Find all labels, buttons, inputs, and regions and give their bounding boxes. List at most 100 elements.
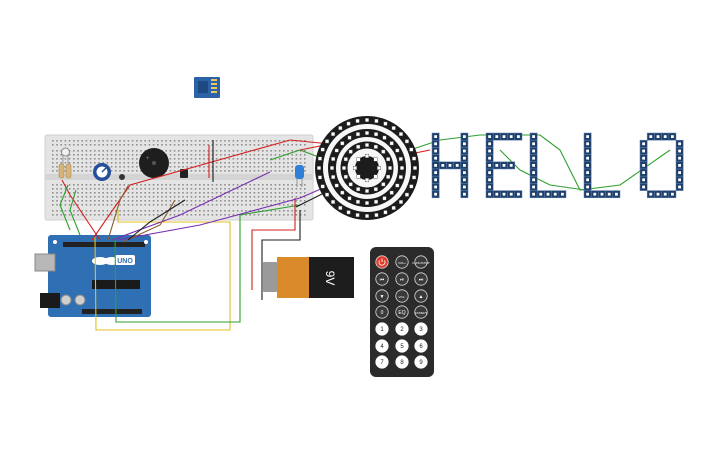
piezo-buzzer[interactable]: + bbox=[139, 148, 169, 178]
remote-button[interactable]: 0 bbox=[375, 305, 389, 319]
neopixel-led bbox=[400, 165, 405, 170]
neopixel-led bbox=[365, 142, 370, 147]
neopixel-led bbox=[355, 213, 360, 218]
remote-button-label: 9 bbox=[419, 360, 423, 366]
neopixel-led bbox=[373, 157, 378, 162]
neopixel-led bbox=[348, 149, 353, 154]
remote-button[interactable]: ⏯ bbox=[395, 272, 409, 286]
hello-letter-4 bbox=[583, 132, 621, 199]
remote-button[interactable]: ST/REPT bbox=[414, 305, 428, 319]
neopixel-led bbox=[374, 199, 379, 204]
neopixel-led bbox=[320, 184, 325, 189]
neopixel-led bbox=[355, 132, 360, 137]
potentiometer[interactable] bbox=[93, 163, 111, 181]
breadboard[interactable] bbox=[44, 134, 314, 221]
wire-green bbox=[114, 204, 301, 323]
neopixel-led bbox=[325, 192, 330, 197]
capacitor[interactable] bbox=[295, 165, 304, 187]
remote-button[interactable]: 4 bbox=[375, 339, 389, 353]
neopixel-led bbox=[388, 165, 393, 170]
neopixel-led bbox=[331, 132, 336, 137]
remote-button[interactable]: ⏮ bbox=[375, 272, 389, 286]
remote-button-label: VOL- bbox=[398, 295, 405, 299]
neopixel-led bbox=[334, 183, 339, 188]
neopixel-led bbox=[346, 121, 351, 126]
neopixel-led bbox=[340, 141, 345, 146]
neopixel-rings[interactable] bbox=[315, 116, 419, 220]
neopixel-led bbox=[355, 118, 360, 123]
ir-receiver[interactable] bbox=[180, 169, 188, 178]
remote-button[interactable]: 9 bbox=[414, 355, 428, 369]
neopixel-led bbox=[347, 196, 352, 201]
neopixel-led bbox=[381, 182, 386, 187]
remote-button[interactable]: 8 bbox=[395, 355, 409, 369]
neopixel-led bbox=[334, 148, 339, 153]
remote-button[interactable]: VOL- bbox=[395, 289, 409, 303]
neopixel-led bbox=[381, 149, 386, 154]
neopixel-led bbox=[383, 210, 388, 215]
remote-button[interactable]: 7 bbox=[375, 355, 389, 369]
remote-button[interactable]: 1 bbox=[375, 322, 389, 336]
neopixel-led bbox=[374, 132, 379, 137]
wire-purple-2 bbox=[117, 184, 331, 241]
wire-purple-1 bbox=[111, 171, 271, 241]
neopixel-led bbox=[398, 199, 403, 204]
neopixel-led bbox=[365, 130, 370, 135]
remote-button-label: EQ bbox=[398, 310, 405, 316]
neopixel-led bbox=[413, 165, 418, 170]
neopixel-led bbox=[348, 182, 353, 187]
neopixel-led bbox=[317, 165, 322, 170]
remote-button-label: 0 bbox=[381, 310, 384, 316]
neopixel-led bbox=[353, 165, 358, 170]
remote-button[interactable]: 5 bbox=[395, 339, 409, 353]
neopixel-led bbox=[404, 192, 409, 197]
neopixel-led bbox=[389, 190, 394, 195]
neopixel-led bbox=[331, 175, 336, 180]
neopixel-led bbox=[391, 205, 396, 210]
neopixel-led bbox=[377, 165, 382, 170]
wire-black-battery bbox=[261, 210, 301, 300]
wire-brown bbox=[107, 185, 129, 241]
neopixel-led bbox=[386, 174, 391, 179]
arduino-uno[interactable]: UNO bbox=[34, 235, 151, 317]
neopixel-led bbox=[398, 175, 403, 180]
remote-button[interactable]: ▼ bbox=[375, 289, 389, 303]
wifi-module[interactable] bbox=[194, 77, 220, 98]
neopixel-led bbox=[317, 175, 322, 180]
neopixel-led bbox=[391, 126, 396, 131]
hello-letter-1 bbox=[431, 132, 469, 199]
resistor[interactable] bbox=[58, 163, 72, 179]
remote-button[interactable]: ▲ bbox=[414, 289, 428, 303]
remote-button-label: 3 bbox=[419, 327, 423, 333]
remote-button[interactable]: FUNC/STOP bbox=[412, 255, 430, 269]
remote-button[interactable]: EQ bbox=[395, 305, 409, 319]
battery-label: 9V bbox=[323, 271, 337, 286]
remote-button-label: 5 bbox=[400, 344, 404, 350]
neopixel-led bbox=[404, 139, 409, 144]
uno-label: UNO bbox=[117, 258, 133, 265]
neopixel-led bbox=[317, 156, 322, 161]
neopixel-led bbox=[325, 139, 330, 144]
remote-button[interactable]: 3 bbox=[414, 322, 428, 336]
power-button[interactable] bbox=[375, 255, 389, 269]
neopixel-hello-strip[interactable] bbox=[431, 132, 684, 199]
neopixel-led bbox=[374, 213, 379, 218]
remote-button[interactable]: ⏭ bbox=[414, 272, 428, 286]
remote-button-label: ▼ bbox=[380, 294, 385, 300]
neopixel-led bbox=[409, 147, 414, 152]
battery-9v[interactable]: 9V bbox=[263, 257, 354, 298]
remote-button-label: 1 bbox=[380, 327, 384, 333]
remote-button[interactable]: 6 bbox=[414, 339, 428, 353]
neopixel-led bbox=[382, 135, 387, 140]
neopixel-led bbox=[389, 141, 394, 146]
remote-button[interactable]: 2 bbox=[395, 322, 409, 336]
remote-button[interactable]: VOL+ bbox=[395, 255, 409, 269]
neopixel-led bbox=[330, 165, 335, 170]
neopixel-led bbox=[365, 200, 370, 205]
remote-button-label: ▲ bbox=[419, 294, 424, 300]
wire-green-hello bbox=[409, 134, 671, 191]
small-button[interactable] bbox=[119, 174, 125, 180]
